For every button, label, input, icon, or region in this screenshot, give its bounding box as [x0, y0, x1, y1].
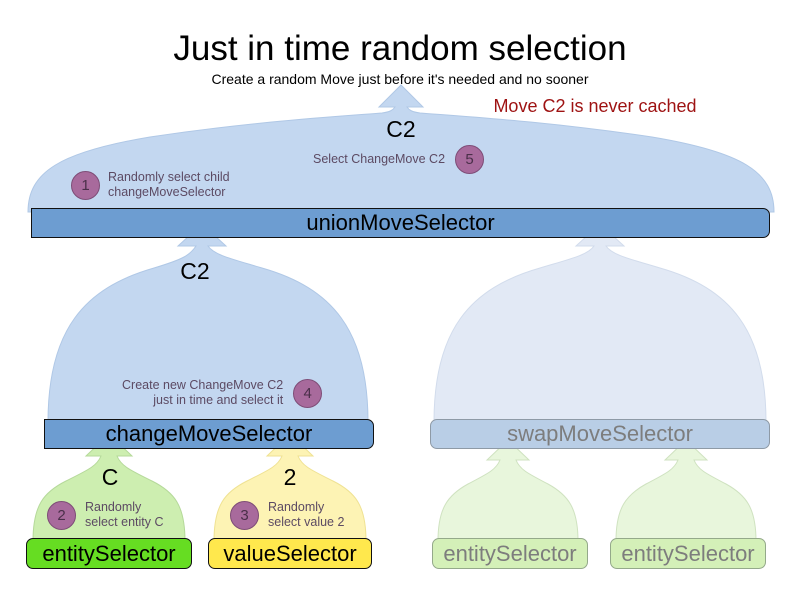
step-annotation-5: Select ChangeMove C2 5 [313, 145, 485, 174]
step-annotation-4: Create new ChangeMove C2 just in time an… [122, 378, 323, 408]
step-text-1: Randomly select child changeMoveSelector [108, 170, 230, 199]
step-badge-5: 5 [455, 145, 485, 174]
step-text-2: Randomly select entity C [85, 500, 164, 529]
node-ghost-entity-selector-2[interactable]: entitySelector [610, 538, 766, 569]
step-text-5: Select ChangeMove C2 [313, 152, 446, 166]
step-badge-3: 3 [230, 500, 259, 530]
arrow-label-union-out: C2 [386, 116, 416, 142]
step-badge-1: 1 [71, 170, 100, 200]
step-annotation-2: 2 Randomly select entity C [47, 500, 164, 530]
step-text-3: Randomly select value 2 [268, 500, 345, 529]
node-value-selector[interactable]: valueSelector [208, 538, 372, 569]
node-change-move-selector[interactable]: changeMoveSelector [44, 419, 374, 449]
node-union-move-selector[interactable]: unionMoveSelector [31, 208, 770, 238]
node-entity-selector[interactable]: entitySelector [26, 538, 192, 569]
page-subtitle: Create a random Move just before it's ne… [211, 71, 589, 87]
arrow-label-value-out: 2 [283, 464, 297, 490]
step-text-4: Create new ChangeMove C2 just in time an… [122, 378, 284, 407]
step-badge-4: 4 [293, 378, 323, 408]
node-ghost-entity-selector-1[interactable]: entitySelector [432, 538, 588, 569]
step-annotation-1: 1 Randomly select child changeMoveSelect… [71, 170, 230, 200]
arrow-swap-to-union [433, 223, 767, 423]
step-annotation-3: 3 Randomly select value 2 [230, 500, 344, 530]
arrow-label-change-out: C2 [180, 258, 210, 284]
warning-note: Move C2 is never cached [493, 96, 697, 116]
arrow-label-entity-out: C [101, 464, 119, 490]
step-badge-2: 2 [47, 500, 76, 530]
node-swap-move-selector[interactable]: swapMoveSelector [430, 419, 770, 449]
arrow-ghost-entity-1-to-swap [437, 439, 579, 542]
arrow-ghost-entity-2-to-swap [615, 439, 757, 542]
page-title: Just in time random selection [173, 29, 627, 68]
